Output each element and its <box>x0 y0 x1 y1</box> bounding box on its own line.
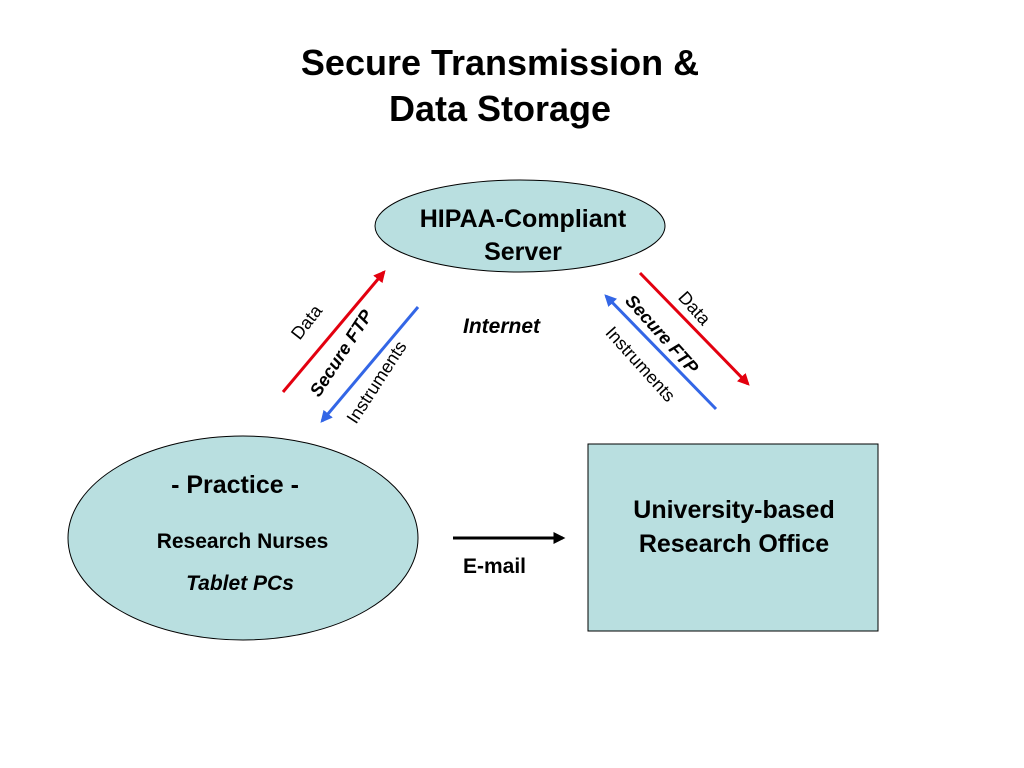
right-data-arrow <box>638 271 750 386</box>
page-title: Secure Transmission & Data Storage <box>0 40 1000 132</box>
practice-title: - Practice - <box>171 471 299 499</box>
left-instruments-arrow <box>320 306 420 423</box>
practice-subtitle: Research Nurses <box>156 530 329 553</box>
title-line-1: Secure Transmission & <box>300 42 700 83</box>
server-label-line-1: HIPAA-Compliant <box>419 205 627 233</box>
practice-devices: Tablet PCs <box>186 572 294 595</box>
right-instruments-arrow <box>604 294 718 411</box>
practice-node <box>67 435 419 641</box>
office-label: University-based Research Office <box>590 493 878 561</box>
internet-label: Internet <box>463 315 541 338</box>
server-label-line-2: Server <box>484 238 562 266</box>
office-label-line-2: Research Office <box>638 530 830 558</box>
email-label: E-mail <box>463 555 527 578</box>
server-node <box>374 179 666 273</box>
server-label: HIPAA-Compliant Server <box>378 203 668 269</box>
left-data-arrow <box>281 270 386 393</box>
office-label-line-1: University-based <box>633 496 835 524</box>
office-node <box>587 443 879 632</box>
title-line-2: Data Storage <box>388 88 612 129</box>
